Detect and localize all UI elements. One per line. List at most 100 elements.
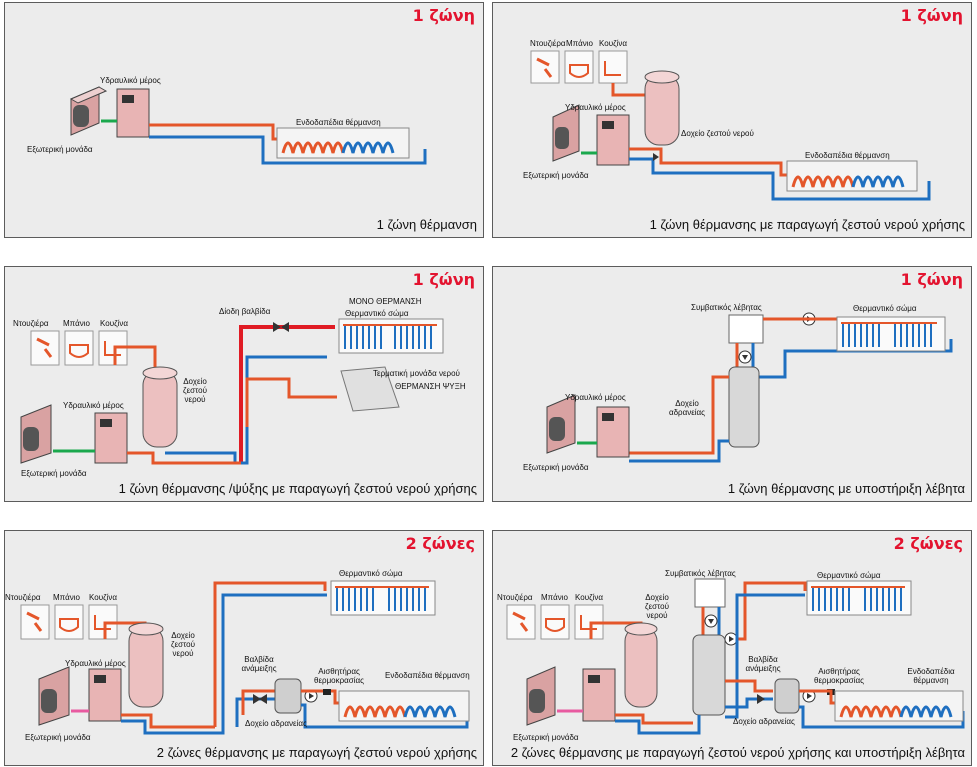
zone-badge: 2 ζώνες	[405, 534, 475, 553]
radiator	[338, 318, 444, 354]
hot-water-tank	[142, 366, 178, 448]
caption: 1 ζώνη θέρμανσης με παραγωγή ζεστού νερο…	[649, 217, 965, 232]
tank-label: Δοχείο ζεστού νερού	[645, 593, 669, 620]
diagram-panel-4: 1 ζώνη Συμβατικός λέβητας Θερμαντικό σώμ…	[492, 266, 972, 502]
kitchen-label: Κουζίνα	[599, 39, 627, 48]
buffer-tank	[692, 634, 726, 716]
schematic-2	[530, 50, 931, 201]
hydraulic-unit	[596, 114, 630, 166]
boiler-label: Συμβατικός λέβητας	[691, 303, 762, 312]
radiator-label: Θερμαντικό σώμα	[853, 304, 917, 313]
hydraulic-unit	[596, 406, 630, 458]
boiler	[694, 578, 726, 608]
caption: 2 ζώνες θέρμανσης με παραγωγή ζεστού νερ…	[156, 745, 477, 760]
hydraulic-label: Υδραυλικό μέρος	[63, 401, 124, 410]
mixing-valve-label: Βαλβίδα ανάμειξης	[241, 655, 277, 673]
boiler-label: Συμβατικός λέβητας	[665, 569, 736, 578]
outdoor-label: Εξωτερική μονάδα	[25, 733, 91, 742]
schematic-6	[506, 578, 965, 735]
radiator-label: Θερμαντικό σώμα	[339, 569, 403, 578]
diagram-panel-1: 1 ζώνη Υδραυλικό μέρος Εξωτερική μονάδα …	[4, 2, 484, 238]
caption: 1 ζώνη θέρμανσης /ψύξης με παραγωγή ζεστ…	[118, 481, 477, 496]
shower-icon	[530, 50, 560, 84]
radiator	[330, 580, 436, 616]
buffer-tank	[728, 366, 760, 448]
bath-icon	[564, 50, 594, 84]
mixing-valve-label: Βαλβίδα ανάμειξης	[745, 655, 781, 673]
shower-label: Ντουζιέρα	[13, 319, 49, 328]
hot-water-tank	[624, 622, 658, 708]
shower-label: Ντουζιέρα	[497, 593, 533, 602]
zone-badge: 1 ζώνη	[900, 270, 963, 289]
kitchen-label: Κουζίνα	[89, 593, 117, 602]
radiator	[806, 580, 912, 616]
caption: 1 ζώνη θέρμανση	[376, 217, 477, 232]
shower-label: Ντουζιέρα	[530, 39, 566, 48]
hydraulic-label: Υδραυλικό μέρος	[100, 76, 161, 85]
caption: 2 ζώνες θέρμανσης με παραγωγή ζεστού νερ…	[510, 745, 965, 760]
outdoor-unit	[546, 394, 576, 454]
bath-icon	[540, 604, 570, 640]
outdoor-label: Εξωτερική μονάδα	[513, 733, 579, 742]
shower-label: Ντουζιέρα	[5, 593, 41, 602]
hydraulic-label: Υδραυλικό μέρος	[565, 103, 626, 112]
floor-heating-label: Ενδοδαπέδια θέρμανση	[385, 671, 470, 680]
hydraulic-unit	[582, 668, 616, 722]
hydraulic-unit	[116, 88, 150, 138]
diagram-panel-3: 1 ζώνη Δίοδη βαλβίδα ΜΟΝΟ ΘΕΡΜΑΝΣΗ Θερμα…	[4, 266, 484, 502]
bath-icon	[54, 604, 84, 640]
diagram-panel-2: 1 ζώνη Ντουζιέρα Μπάνιο Κουζίνα Υδραυλικ…	[492, 2, 972, 238]
buffer-label: Δοχείο αδρανείας	[668, 399, 706, 417]
tank-label: Δοχείο ζεστού νερού	[681, 129, 754, 138]
outdoor-label: Εξωτερική μονάδα	[523, 463, 589, 472]
schematic-5	[20, 580, 470, 735]
floor-heating-label: Ενδοδαπέδια θέρμανση	[907, 667, 955, 685]
sensor-label: Αισθητήρας θερμοκρασίας	[314, 667, 364, 685]
shower-icon	[30, 330, 60, 366]
caption: 1 ζώνη θέρμανσης με υποστήριξη λέβητα	[727, 481, 965, 496]
zone-badge: 1 ζώνη	[412, 270, 475, 289]
hot-water-tank	[644, 70, 680, 146]
hydraulic-unit	[88, 668, 122, 722]
hydraulic-label: Υδραυλικό μέρος	[565, 393, 626, 402]
outdoor-label: Εξωτερική μονάδα	[21, 469, 87, 478]
shower-icon	[506, 604, 536, 640]
bath-label: Μπάνιο	[541, 593, 568, 602]
outdoor-unit	[69, 86, 108, 136]
radiator-label: Θερμαντικό σώμα	[345, 309, 409, 318]
valve-label: Δίοδη βαλβίδα	[219, 307, 271, 316]
floor-heating-label: Ενδοδαπέδια θέρμανση	[805, 151, 890, 160]
zone-badge: 2 ζώνες	[893, 534, 963, 553]
bath-label: Μπάνιο	[566, 39, 593, 48]
zone-badge: 1 ζώνη	[412, 6, 475, 25]
hot-water-tank	[128, 622, 164, 708]
schematic-1	[69, 86, 427, 165]
outdoor-unit	[552, 104, 580, 162]
floor-heating-label: Ενδοδαπέδια θέρμανση	[296, 118, 381, 127]
hydraulic-label: Υδραυλικό μέρος	[65, 659, 126, 668]
diagram-panel-6: 2 ζώνες Συμβατικός λέβητας Θερμαντικό σώ…	[492, 530, 972, 766]
buffer-label: Δοχείο αδρανείας	[733, 717, 795, 726]
outdoor-unit	[38, 666, 70, 726]
kitchen-icon	[598, 50, 628, 84]
outdoor-unit	[20, 404, 52, 464]
heat-cool-label: ΘΕΡΜΑΝΣΗ ΨΥΞΗ	[395, 382, 466, 391]
boiler	[728, 314, 764, 344]
fancoil-label: Τερματική μονάδα νερού	[373, 369, 460, 378]
bath-label: Μπάνιο	[63, 319, 90, 328]
outdoor-unit	[526, 666, 556, 726]
tank-label: Δοχείο ζεστού νερού	[183, 377, 207, 404]
schematic-4	[546, 312, 953, 463]
buffer-tank	[274, 678, 302, 714]
shower-icon	[20, 604, 50, 640]
outdoor-label: Εξωτερική μονάδα	[523, 171, 589, 180]
kitchen-label: Κουζίνα	[100, 319, 128, 328]
bath-label: Μπάνιο	[53, 593, 80, 602]
hydraulic-unit	[94, 412, 128, 464]
diagram-panel-5: 2 ζώνες Θερμαντικό σώμα Ντουζιέρα Μπάνιο…	[4, 530, 484, 766]
buffer-tank-2	[774, 678, 800, 714]
schematic-3	[20, 318, 444, 465]
kitchen-label: Κουζίνα	[575, 593, 603, 602]
radiator-label: Θερμαντικό σώμα	[817, 571, 881, 580]
buffer-label: Δοχείο αδρανείας	[245, 719, 307, 728]
